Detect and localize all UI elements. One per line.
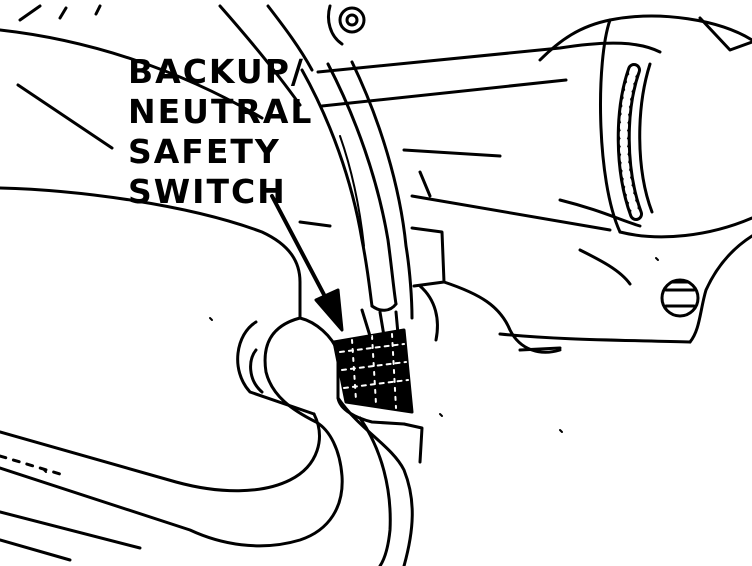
- output-drum: [538, 14, 752, 239]
- callout-line-3: SAFETY: [128, 132, 281, 171]
- transmission-pan: [0, 186, 344, 562]
- right-casing: [498, 234, 752, 352]
- illustration-specks: [43, 257, 659, 473]
- callout-line-2: NEUTRAL: [128, 92, 314, 131]
- gear-ring: [616, 62, 654, 221]
- backup-neutral-safety-switch-label: BACKUP/ NEUTRAL SAFETY SWITCH: [128, 52, 368, 212]
- callout-line-1: BACKUP/: [128, 52, 305, 91]
- mounting-bracket: [298, 220, 562, 354]
- switch-housing: [249, 316, 424, 566]
- body-panel-upper: [0, 4, 314, 150]
- callout-arrow: [270, 194, 344, 332]
- wiring-harness: [300, 60, 414, 338]
- callout-line-4: SWITCH: [128, 172, 287, 211]
- switch-connector: [332, 328, 414, 414]
- crossmember: [316, 4, 662, 232]
